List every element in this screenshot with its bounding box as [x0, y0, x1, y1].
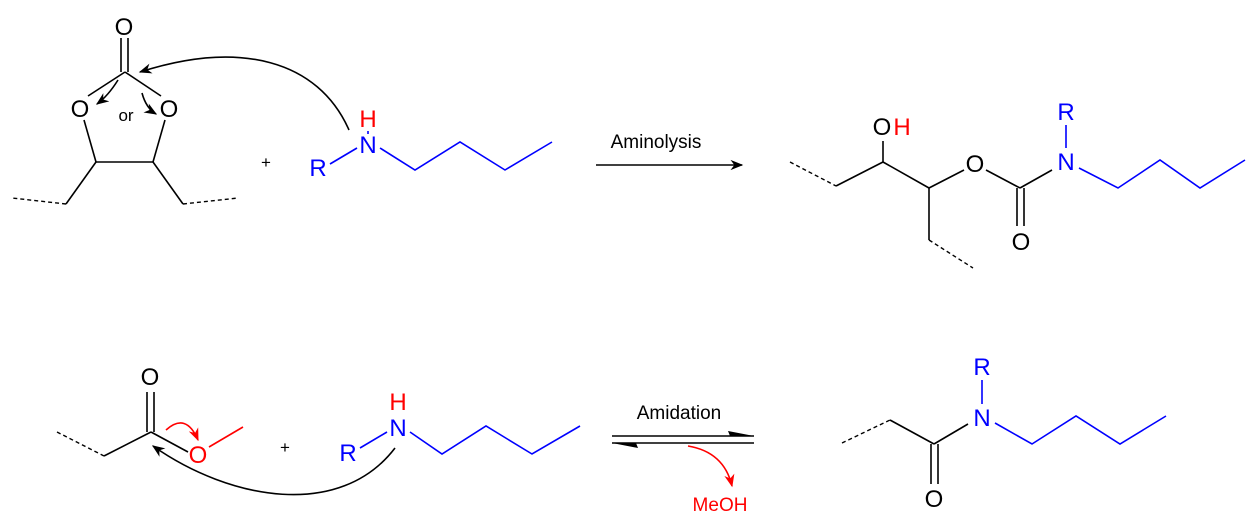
ring-oxygen-right: O	[160, 96, 179, 123]
ring-oxygen-left: O	[71, 96, 90, 123]
bond-c-oester	[928, 169, 965, 189]
bond-r-n	[329, 147, 358, 165]
cyclic-carbonate-reactant: O O O or	[11, 14, 239, 205]
bond-c-n-amide	[933, 423, 969, 445]
aminolysis-label: Aminolysis	[611, 132, 702, 153]
bond-c-o-ester	[150, 431, 189, 453]
carbamate-nitrogen: N	[1057, 149, 1074, 176]
bond-right-substituent	[152, 161, 184, 205]
ring-opening-arrow-right	[141, 92, 158, 115]
product-butyl-chain-1	[1078, 159, 1246, 189]
nucleophilic-attack-arrow-1	[138, 56, 350, 131]
amide-nitrogen: N	[973, 405, 990, 432]
ester-oxygen: O	[966, 151, 985, 178]
butyl-chain	[379, 141, 553, 171]
amine-r-group-2: R	[339, 440, 356, 467]
amine-nitrogen-2: N	[389, 415, 406, 442]
forward-arrow-head	[728, 431, 754, 436]
bond-ccarbonyl-n	[1019, 169, 1053, 189]
methyl-ester-reactant: O O	[56, 364, 244, 469]
ester-alkoxy-oxygen: O	[189, 442, 208, 469]
polymer-dash-right	[182, 197, 239, 205]
ester-carbonyl-oxygen: O	[141, 364, 160, 391]
polymer-dash-product-left	[789, 161, 837, 187]
methanol-release-arrow	[687, 445, 735, 488]
bond-r-n-2	[359, 431, 388, 449]
methanol-byproduct: MeOH	[693, 495, 748, 516]
ring-opening-arrow-left	[95, 79, 119, 105]
amine-hydrogen-2: H	[389, 389, 406, 416]
polymer-dash-left	[11, 197, 67, 205]
carbamate-r-group: R	[1057, 99, 1074, 126]
bond-oleft-c	[83, 119, 97, 163]
carbamate-carbonyl-oxygen: O	[1012, 229, 1031, 256]
butyl-chain-2	[409, 425, 581, 455]
polymer-dash-ester	[56, 431, 105, 457]
reaction-2: O O + H N R Amidation MeOH	[56, 354, 1167, 516]
hydroxyurethane-product: O H O O N R	[789, 99, 1246, 269]
plus-sign-1: +	[261, 153, 271, 172]
amine-reactant-2: H N R	[339, 389, 581, 467]
polymer-dash-product-bottom	[928, 239, 974, 269]
bond-o-methyl	[208, 426, 244, 448]
bond-c-oleft	[87, 71, 126, 97]
carbonyl-oxygen: O	[115, 14, 134, 41]
amine-r-group: R	[309, 155, 326, 182]
bond-oright-c	[152, 119, 166, 163]
bond-ch2-c	[103, 431, 152, 457]
bond-ch2-c-amide	[889, 419, 935, 445]
bond-left-substituent	[65, 161, 97, 205]
amine-hydrogen: H	[359, 106, 376, 133]
polymer-dash-amide	[841, 419, 891, 444]
hydroxyl-oxygen: O	[873, 114, 892, 141]
amine-reactant-1: H N R	[309, 106, 553, 182]
amide-r-group: R	[973, 354, 990, 381]
amide-carbonyl-oxygen: O	[925, 486, 944, 513]
reaction-1: O O O or + H N R Aminolysis O H	[11, 14, 1246, 269]
amide-product: O N R	[841, 354, 1167, 513]
or-text: or	[118, 106, 133, 125]
bond-c-oright	[124, 71, 162, 97]
amidation-label: Amidation	[637, 403, 722, 424]
reverse-arrow-head	[612, 443, 638, 448]
equilibrium-arrows	[612, 431, 754, 448]
amine-nitrogen: N	[359, 132, 376, 159]
bond-choh-cho	[882, 161, 930, 189]
bond-ch2-choh	[835, 161, 884, 187]
leaving-group-arrow	[165, 422, 199, 442]
product-butyl-chain-2	[994, 415, 1167, 445]
bond-oester-ccarbonyl	[985, 169, 1021, 189]
plus-sign-2: +	[280, 438, 290, 457]
hydroxyl-hydrogen: H	[893, 114, 910, 141]
nucleophilic-attack-arrow-2	[151, 445, 396, 496]
